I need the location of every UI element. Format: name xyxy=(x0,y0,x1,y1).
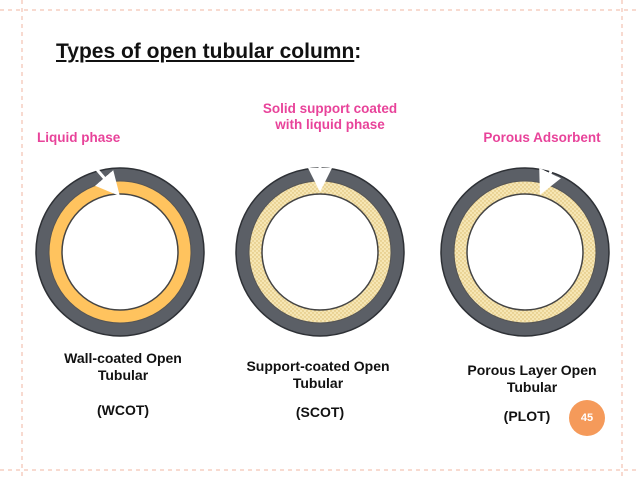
liquid-phase-label: Liquid phase xyxy=(37,130,121,145)
wcot-caption-line2: Tubular xyxy=(97,367,149,383)
scot-tube xyxy=(235,167,405,337)
porous-adsorbent-label: Porous Adsorbent xyxy=(483,130,601,145)
plot-caption-line1: Porous Layer Open xyxy=(467,362,597,378)
scot-caption-line2: Tubular xyxy=(292,375,344,391)
page-number-badge: 45 xyxy=(569,400,605,436)
solid-support-line1: Solid support coated xyxy=(262,101,398,116)
scot-caption-line1: Support-coated Open xyxy=(246,358,390,374)
plot-bore xyxy=(466,193,584,311)
slide-title: Types of open tubular column: xyxy=(56,40,361,64)
liquid-phase-arrow xyxy=(78,149,120,197)
wcot-bore xyxy=(61,193,179,311)
wcot-caption: Wall-coated Open Tubular xyxy=(48,350,198,384)
plot-tube xyxy=(440,167,610,337)
solid-support-line2: with liquid phase xyxy=(275,117,385,132)
solid-support-label: Solid support coated with liquid phase xyxy=(240,101,420,133)
scot-caption: Support-coated Open Tubular xyxy=(228,358,408,392)
plot-abbr: (PLOT) xyxy=(503,408,551,424)
porous-adsorbent-arrow xyxy=(539,151,562,195)
wcot-abbr: (WCOT) xyxy=(96,402,150,418)
scot-bore xyxy=(261,193,379,311)
wcot-tube xyxy=(35,167,205,337)
scot-abbr: (SCOT) xyxy=(295,404,345,420)
title-suffix: : xyxy=(354,40,362,63)
plot-caption: Porous Layer Open Tubular xyxy=(447,362,617,396)
plot-caption-line2: Tubular xyxy=(506,379,558,395)
wcot-caption-line1: Wall-coated Open xyxy=(64,350,182,366)
title-main: Types of open tubular column xyxy=(56,40,355,63)
